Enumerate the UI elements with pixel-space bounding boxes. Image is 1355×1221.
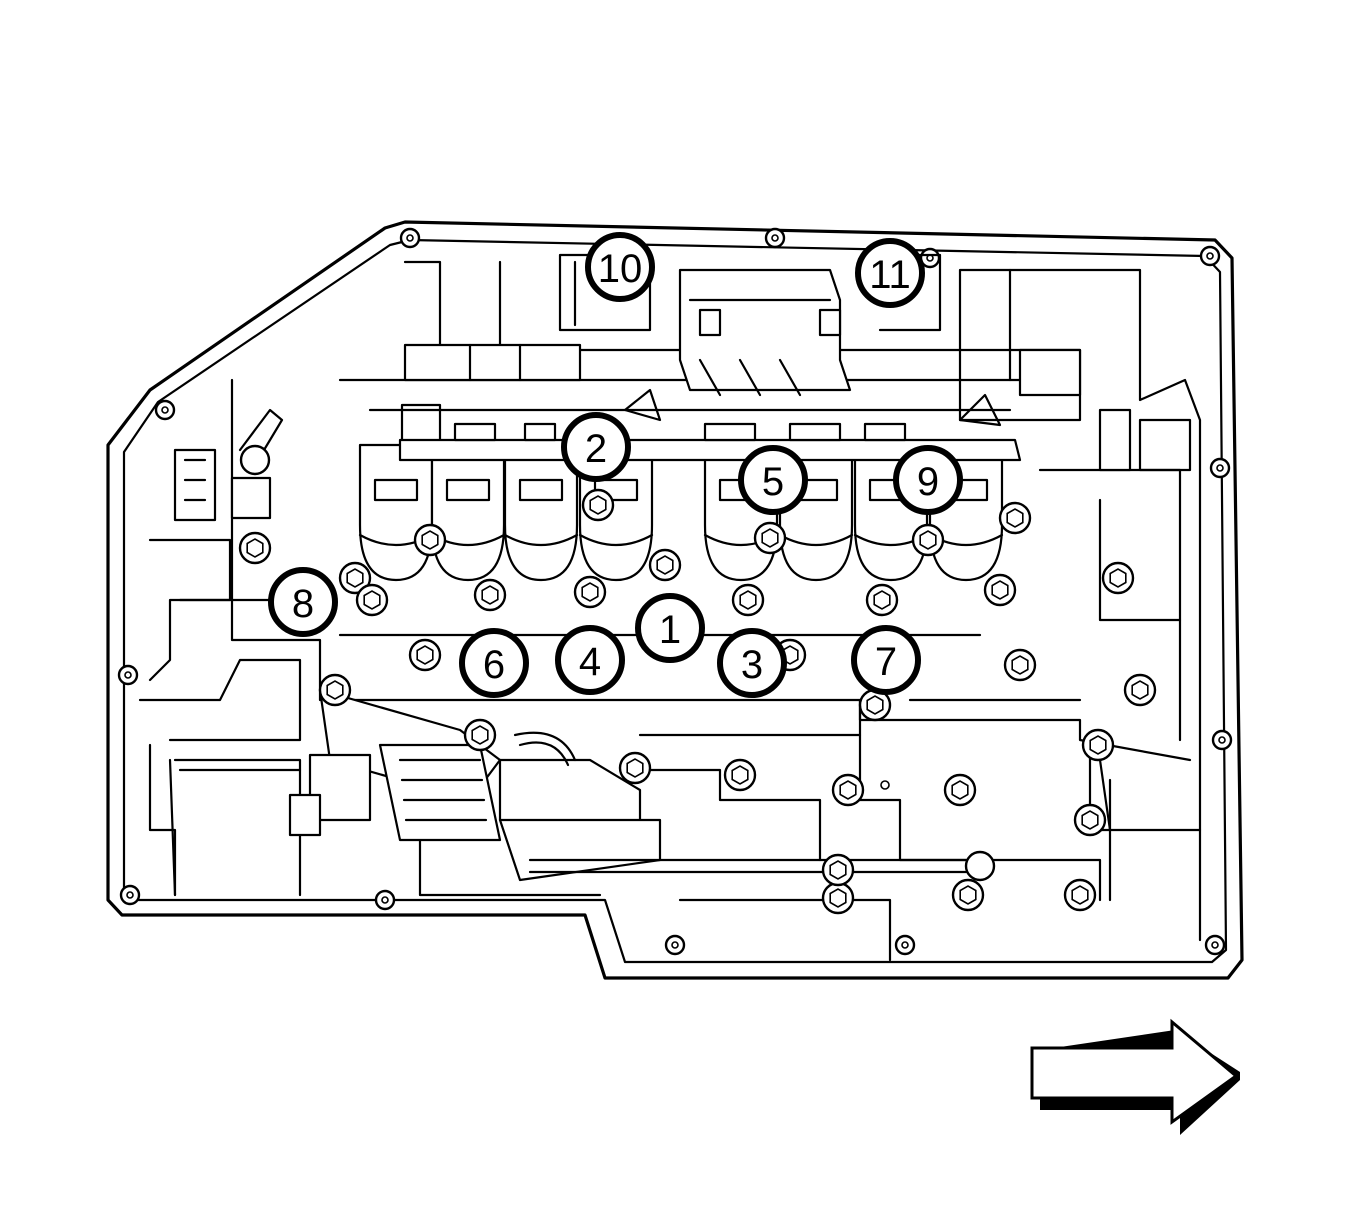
gasket-bolt-hole [374,889,396,911]
callout-3: 3 [717,628,787,698]
gasket-bolt-hole [154,399,176,421]
gasket-bolt-hole [399,227,421,249]
valve-body-bolt [951,878,985,912]
valve-body-bolt [473,578,507,612]
valve-body-bolt [573,575,607,609]
gasket-bolt-hole [117,664,139,686]
valve-body-bolt [753,521,787,555]
callout-9: 9 [893,445,963,515]
valve-body-bolt [821,853,855,887]
gasket-bolt-hole [664,934,686,956]
valve-body-bolt [1123,673,1157,707]
valve-body-bolt [238,531,272,565]
callout-10: 10 [585,232,655,302]
callout-ring [459,628,529,698]
valve-body-bolts [238,488,1157,915]
gasket-bolt-hole [119,884,141,906]
right-arrow-icon [1030,1018,1240,1135]
valve-body-bolt [858,688,892,722]
callout-label: 9 [917,460,939,504]
callout-ring [851,625,921,695]
callout-label: 2 [585,427,607,471]
callout-ring [268,567,338,637]
valve-body-bolt [723,758,757,792]
wiring-harness [368,388,1022,462]
valve-body-bolt [1003,648,1037,682]
callout-label: 11 [869,253,911,297]
valve-body-bolt [998,501,1032,535]
gasket-bolt-hole [894,934,916,956]
callout-label: 1 [659,608,681,652]
callouts: 1 2 3 4 5 6 7 8 9 10 11 [268,232,963,698]
solenoid-body [430,443,506,582]
valve-body-bolt [355,583,389,617]
callout-label: 7 [875,640,897,684]
callout-label: 8 [292,582,314,626]
callout-ring [893,445,963,515]
valve-body-bolt [865,583,899,617]
pan-gasket-outline [106,220,1244,980]
valve-body-bolt [318,673,352,707]
valve-body-bolt [983,573,1017,607]
callout-1: 1 [635,593,705,663]
valve-body-bolt [1101,561,1135,595]
valve-body-bolt [581,488,615,522]
valve-body-bolt [413,523,447,557]
callout-5: 5 [738,445,808,515]
callout-4: 4 [555,625,625,695]
solenoid-body [358,443,434,582]
valve-body-bolt [648,548,682,582]
gasket-bolt-hole [1199,245,1221,267]
callout-6: 6 [459,628,529,698]
callout-ring [855,238,925,308]
gasket-bolt-hole [1209,457,1231,479]
callout-ring [561,412,631,482]
valve-body-bolt [821,881,855,915]
callout-2: 2 [561,412,631,482]
callout-label: 5 [762,460,784,504]
callout-label: 4 [579,640,601,684]
callout-ring [585,232,655,302]
valve-body-bolt [911,523,945,557]
callout-8: 8 [268,567,338,637]
detent-lever-assembly [168,688,996,897]
valve-body-bolt [1081,728,1115,762]
gasket-bolt-hole [764,227,786,249]
gasket-bolt-hole [1204,934,1226,956]
valve-body-bolt [463,718,497,752]
callout-label: 3 [741,643,763,687]
left-linkage [173,408,332,602]
callout-ring [555,625,625,695]
solenoid-body [503,443,579,582]
valve-body-bolt [618,751,652,785]
valve-body-bolt [1063,878,1097,912]
callout-7: 7 [851,625,921,695]
callout-ring [738,445,808,515]
callout-label: 10 [598,247,643,291]
callout-label: 6 [483,643,505,687]
valve-body-bolt [943,773,977,807]
valve-body-bolt [731,583,765,617]
callout-11: 11 [855,238,925,308]
callout-ring [717,628,787,698]
callout-ring [635,593,705,663]
valve-body-bolt [338,561,372,595]
valve-body-bolt [1073,803,1107,837]
valve-body-bolt [408,638,442,672]
gasket-bolt-holes [117,227,1233,956]
gasket-bolt-hole [1211,729,1233,751]
valve-body-bolt [831,773,865,807]
